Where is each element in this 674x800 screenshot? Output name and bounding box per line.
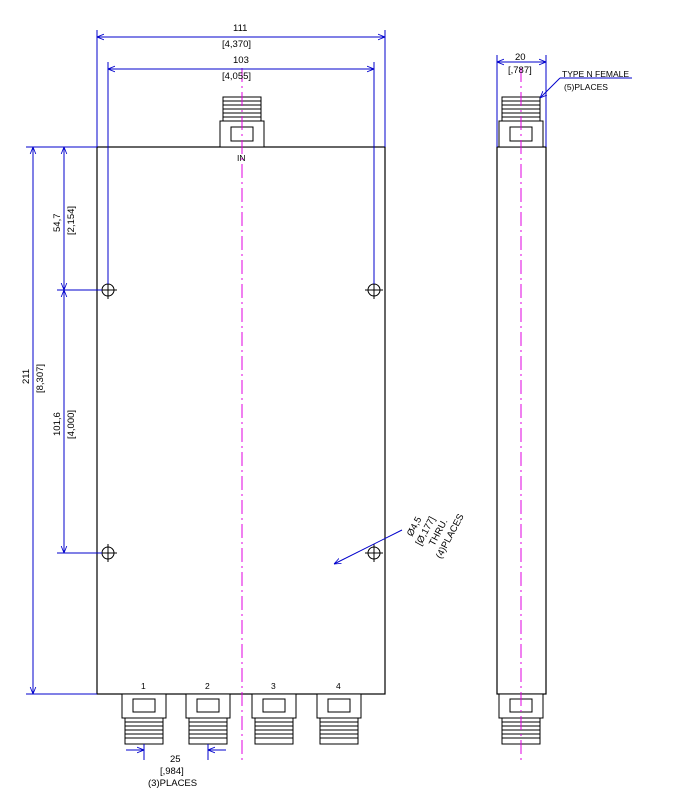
hole-height-mm: 101,6: [52, 412, 63, 436]
hole-height-in: [4,000]: [66, 410, 77, 439]
hole-width-mm: 103: [233, 55, 249, 66]
output-port-3-label: 3: [271, 681, 276, 691]
overall-width-in: [4,370]: [222, 39, 251, 50]
output-port-1-label: 1: [141, 681, 146, 691]
hole-callout: Ø4,5 [Ø,177] THRU. (4)PLACES: [405, 512, 467, 561]
connector-count-label: (5)PLACES: [564, 82, 608, 92]
port-spacing-in: [,984]: [160, 766, 184, 777]
side-body: [496, 146, 547, 695]
output-port-4-label: 4: [336, 681, 341, 691]
connector-type-label: TYPE N FEMALE: [562, 69, 629, 79]
thickness-in: [,787]: [508, 65, 532, 76]
input-port-label: IN: [237, 153, 246, 163]
dimension-lines: [26, 30, 403, 760]
port-spacing-mm: 25: [170, 754, 181, 765]
overall-height-mm: 211: [21, 369, 32, 384]
output-port-2-label: 2: [205, 681, 210, 691]
mounting-holes: [99, 281, 383, 562]
top-to-hole-mm: 54,7: [52, 214, 63, 233]
top-to-hole-in: [2,154]: [66, 206, 77, 235]
overall-width-mm: 111: [233, 23, 247, 34]
front-body: [96, 146, 386, 695]
hole-width-in: [4,055]: [222, 71, 251, 82]
output-connectors: [121, 693, 362, 745]
thickness-mm: 20: [515, 52, 526, 63]
overall-height-in: [8,307]: [35, 364, 46, 393]
port-spacing-note: (3)PLACES: [148, 778, 197, 789]
side-dimension-lines: [496, 55, 632, 147]
